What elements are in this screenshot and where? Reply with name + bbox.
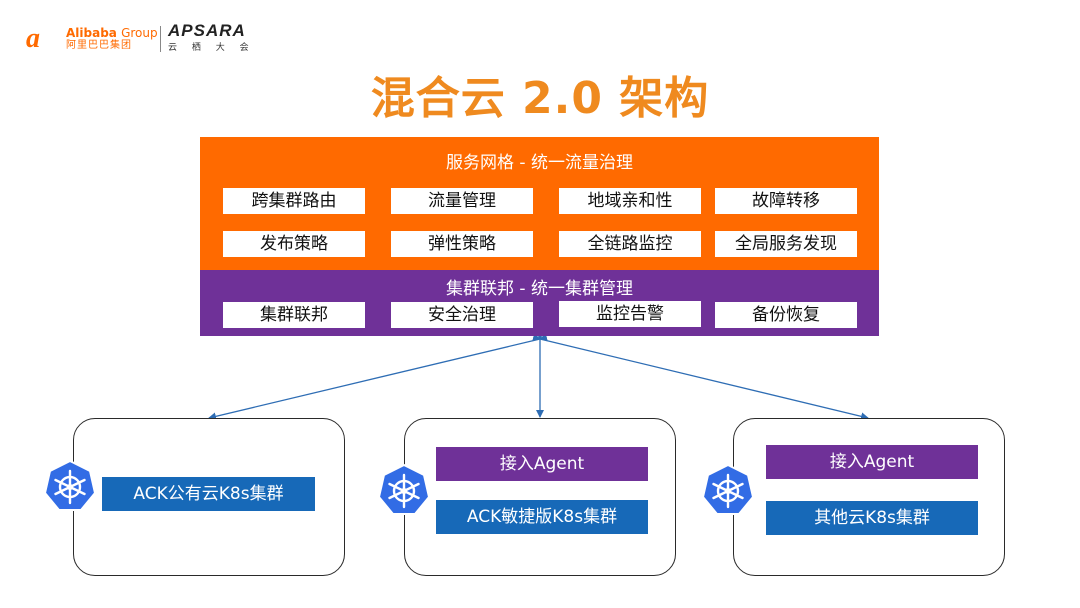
arrow-to-cluster-1	[208, 333, 548, 421]
agent-label-other-cloud: 接入Agent	[766, 445, 978, 479]
alibaba-cn-name: 阿里巴巴集团	[66, 39, 132, 51]
capability-monitoring-alerts: 监控告警	[559, 301, 701, 327]
slide-title: 混合云 2.0 架构	[370, 73, 710, 124]
agent-label-ack-agile: 接入Agent	[436, 447, 648, 481]
capability-elastic-strategy: 弹性策略	[391, 231, 533, 257]
alibaba-group-text: Group	[121, 25, 158, 40]
capability-global-service-discovery: 全局服务发现	[715, 231, 857, 257]
cluster-label-ack-agile: ACK敏捷版K8s集群	[436, 500, 648, 534]
capability-traffic-management: 流量管理	[391, 188, 533, 214]
alibaba-group-logo: a Alibaba Group 阿里巴巴集团	[26, 23, 158, 54]
cluster-federation-layer: 集群联邦 - 统一集群管理 集群联邦 安全治理 监控告警 备份恢复	[200, 270, 879, 336]
cluster-box-ack-agile	[404, 418, 676, 576]
kubernetes-icon	[43, 459, 97, 511]
capability-failover: 故障转移	[715, 188, 857, 214]
alibaba-name: Alibaba	[66, 25, 117, 40]
service-mesh-layer: 服务网格 - 统一流量治理 跨集群路由 流量管理 地域亲和性 故障转移 发布策略…	[200, 137, 879, 270]
federation-title: 集群联邦 - 统一集群管理	[446, 279, 633, 299]
capability-backup-restore: 备份恢复	[715, 302, 857, 328]
arrow-to-cluster-3	[532, 333, 869, 421]
apsara-name: APSARA	[168, 21, 246, 40]
apsara-logo: APSARA 云 栖 大 会	[168, 22, 255, 54]
capability-release-strategy: 发布策略	[223, 231, 365, 257]
logo-divider	[160, 26, 161, 52]
cluster-label-other-cloud: 其他云K8s集群	[766, 501, 978, 535]
capability-cluster-federation: 集群联邦	[223, 302, 365, 328]
cluster-box-other-cloud	[733, 418, 1005, 576]
cluster-label-ack-public: ACK公有云K8s集群	[102, 477, 315, 511]
kubernetes-icon	[377, 463, 431, 515]
kubernetes-icon	[701, 463, 755, 515]
apsara-cn-name: 云 栖 大 会	[168, 43, 255, 53]
capability-full-link-monitoring: 全链路监控	[559, 231, 701, 257]
alibaba-mark-icon: a	[26, 23, 40, 54]
capability-cross-cluster-routing: 跨集群路由	[223, 188, 365, 214]
service-mesh-title: 服务网格 - 统一流量治理	[446, 153, 633, 173]
capability-region-affinity: 地域亲和性	[559, 188, 701, 214]
capability-security-governance: 安全治理	[391, 302, 533, 328]
